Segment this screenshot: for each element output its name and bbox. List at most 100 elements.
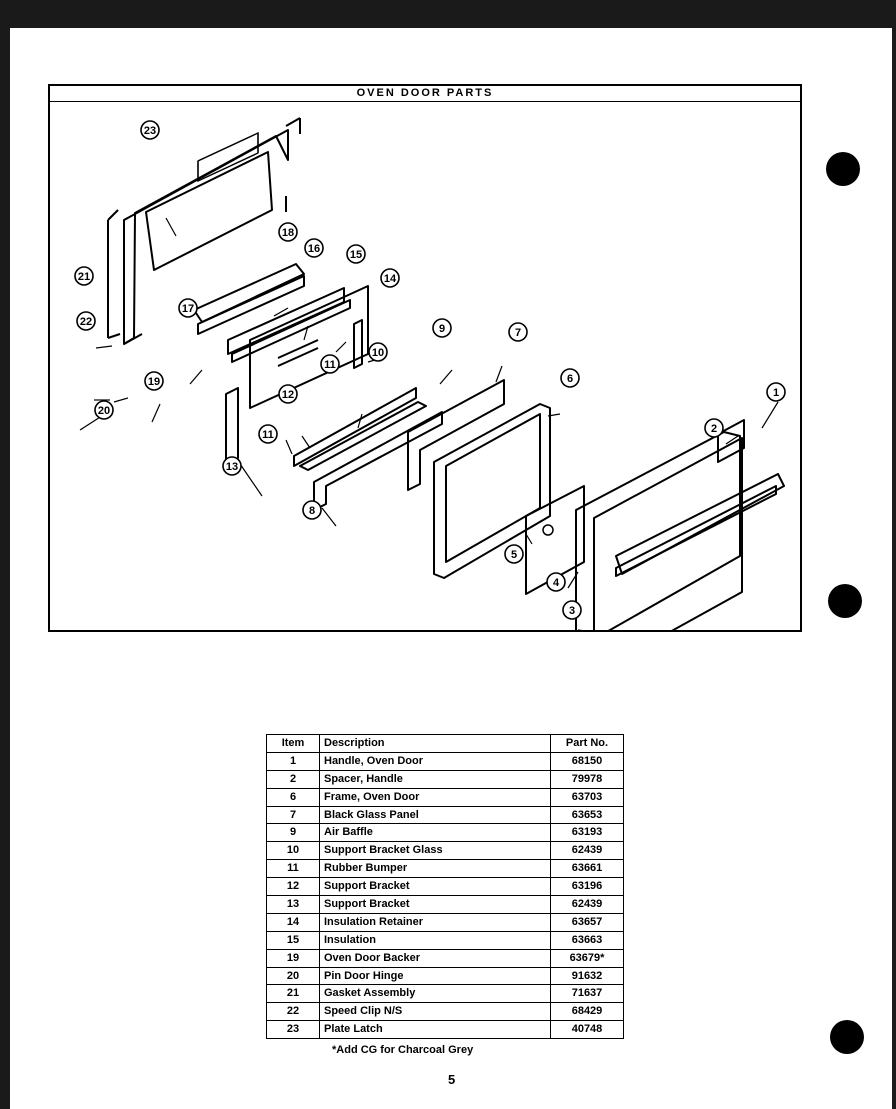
cell-item: 20 bbox=[266, 966, 320, 986]
cell-item: 2 bbox=[266, 769, 320, 789]
callout-17: 17 bbox=[182, 303, 194, 315]
header-part-no: Part No. bbox=[550, 734, 624, 753]
cell-description: Spacer, Handle bbox=[319, 769, 551, 789]
callout-14: 14 bbox=[384, 273, 397, 285]
callout-3: 3 bbox=[569, 605, 575, 617]
callout-10: 10 bbox=[372, 347, 384, 359]
callout-11-a: 11 bbox=[324, 359, 336, 371]
header-description: Description bbox=[319, 734, 551, 753]
cell-description: Frame, Oven Door bbox=[319, 787, 551, 807]
callout-11-b: 11 bbox=[262, 429, 274, 441]
cell-description: Handle, Oven Door bbox=[319, 751, 551, 771]
cell-part-no: 63661 bbox=[550, 859, 624, 879]
callout-9: 9 bbox=[439, 323, 445, 335]
cell-description: Support Bracket Glass bbox=[319, 841, 551, 861]
page-number: 5 bbox=[448, 1072, 456, 1087]
cell-item: 22 bbox=[266, 1002, 320, 1022]
callout-13: 13 bbox=[226, 461, 238, 473]
callout-5: 5 bbox=[511, 549, 517, 561]
cell-part-no: 79978 bbox=[550, 769, 624, 789]
cell-part-no: 63663 bbox=[550, 930, 624, 950]
diagram-title: OVEN DOOR PARTS bbox=[50, 86, 800, 102]
cell-item: 11 bbox=[266, 859, 320, 879]
outer-door-and-handle-drawing bbox=[575, 419, 785, 630]
cell-item: 12 bbox=[266, 877, 320, 897]
cell-item: 6 bbox=[266, 787, 320, 807]
cell-description: Speed Clip N/S bbox=[319, 1002, 551, 1022]
callout-7: 7 bbox=[515, 327, 521, 339]
cell-item: 13 bbox=[266, 895, 320, 914]
cell-part-no: 63196 bbox=[550, 877, 624, 897]
callout-1: 1 bbox=[773, 387, 779, 399]
callout-2: 2 bbox=[711, 423, 717, 435]
cell-item: 10 bbox=[266, 841, 320, 861]
cell-description: Black Glass Panel bbox=[319, 805, 551, 825]
cell-item: 7 bbox=[266, 805, 320, 825]
cell-item: 19 bbox=[266, 948, 320, 968]
cell-part-no: 63703 bbox=[550, 787, 624, 807]
header-item: Item bbox=[266, 734, 320, 753]
cell-description: Gasket Assembly bbox=[319, 984, 551, 1004]
callout-12: 12 bbox=[282, 389, 294, 401]
cell-description: Support Bracket bbox=[319, 877, 551, 897]
callout-19: 19 bbox=[148, 376, 160, 388]
oven-door-backer-drawing bbox=[107, 117, 301, 345]
cell-item: 23 bbox=[266, 1020, 320, 1040]
callout-8: 8 bbox=[309, 505, 315, 517]
catalog-page: OVEN DOOR PARTS bbox=[10, 28, 892, 1109]
callout-18: 18 bbox=[282, 227, 294, 239]
cell-part-no: 62439 bbox=[550, 841, 624, 861]
callout-4: 4 bbox=[553, 577, 560, 589]
cell-part-no: 71637 bbox=[550, 984, 624, 1004]
binder-hole-bottom bbox=[830, 1020, 864, 1054]
callout-6: 6 bbox=[567, 373, 573, 385]
cell-part-no: 68429 bbox=[550, 1002, 624, 1022]
cell-description: Rubber Bumper bbox=[319, 859, 551, 879]
cell-item: 9 bbox=[266, 823, 320, 843]
table-header-row: Item Description Part No. bbox=[266, 734, 624, 753]
callout-16: 16 bbox=[308, 243, 320, 255]
table-footnote: *Add CG for Charcoal Grey bbox=[332, 1044, 474, 1056]
cell-description: Pin Door Hinge bbox=[319, 966, 551, 986]
callout-23: 23 bbox=[144, 125, 156, 137]
frame-and-glass-drawing bbox=[407, 379, 585, 595]
cell-description: Insulation Retainer bbox=[319, 912, 551, 932]
binder-hole-top bbox=[826, 152, 860, 186]
cell-item: 15 bbox=[266, 930, 320, 950]
callout-15: 15 bbox=[350, 249, 362, 261]
cell-description: Plate Latch bbox=[319, 1020, 551, 1040]
insulation-parts-drawing bbox=[193, 263, 443, 511]
cell-part-no: 91632 bbox=[550, 966, 624, 986]
cell-description: Insulation bbox=[319, 930, 551, 950]
cell-part-no: 62439 bbox=[550, 895, 624, 914]
cell-description: Air Baffle bbox=[319, 823, 551, 843]
exploded-diagram-panel: OVEN DOOR PARTS bbox=[48, 84, 802, 632]
callout-21: 21 bbox=[78, 271, 90, 283]
cell-part-no: 63653 bbox=[550, 805, 624, 825]
callout-22: 22 bbox=[80, 316, 92, 328]
cell-item: 21 bbox=[266, 984, 320, 1004]
cell-part-no: 68150 bbox=[550, 751, 624, 771]
exploded-diagram bbox=[79, 117, 785, 630]
cell-part-no: 40748 bbox=[550, 1020, 624, 1040]
callout-circles: 23 21 22 19 17 18 16 15 14 10 11 12 13 1… bbox=[74, 120, 786, 620]
cell-item: 14 bbox=[266, 912, 320, 932]
callout-20: 20 bbox=[98, 405, 110, 417]
